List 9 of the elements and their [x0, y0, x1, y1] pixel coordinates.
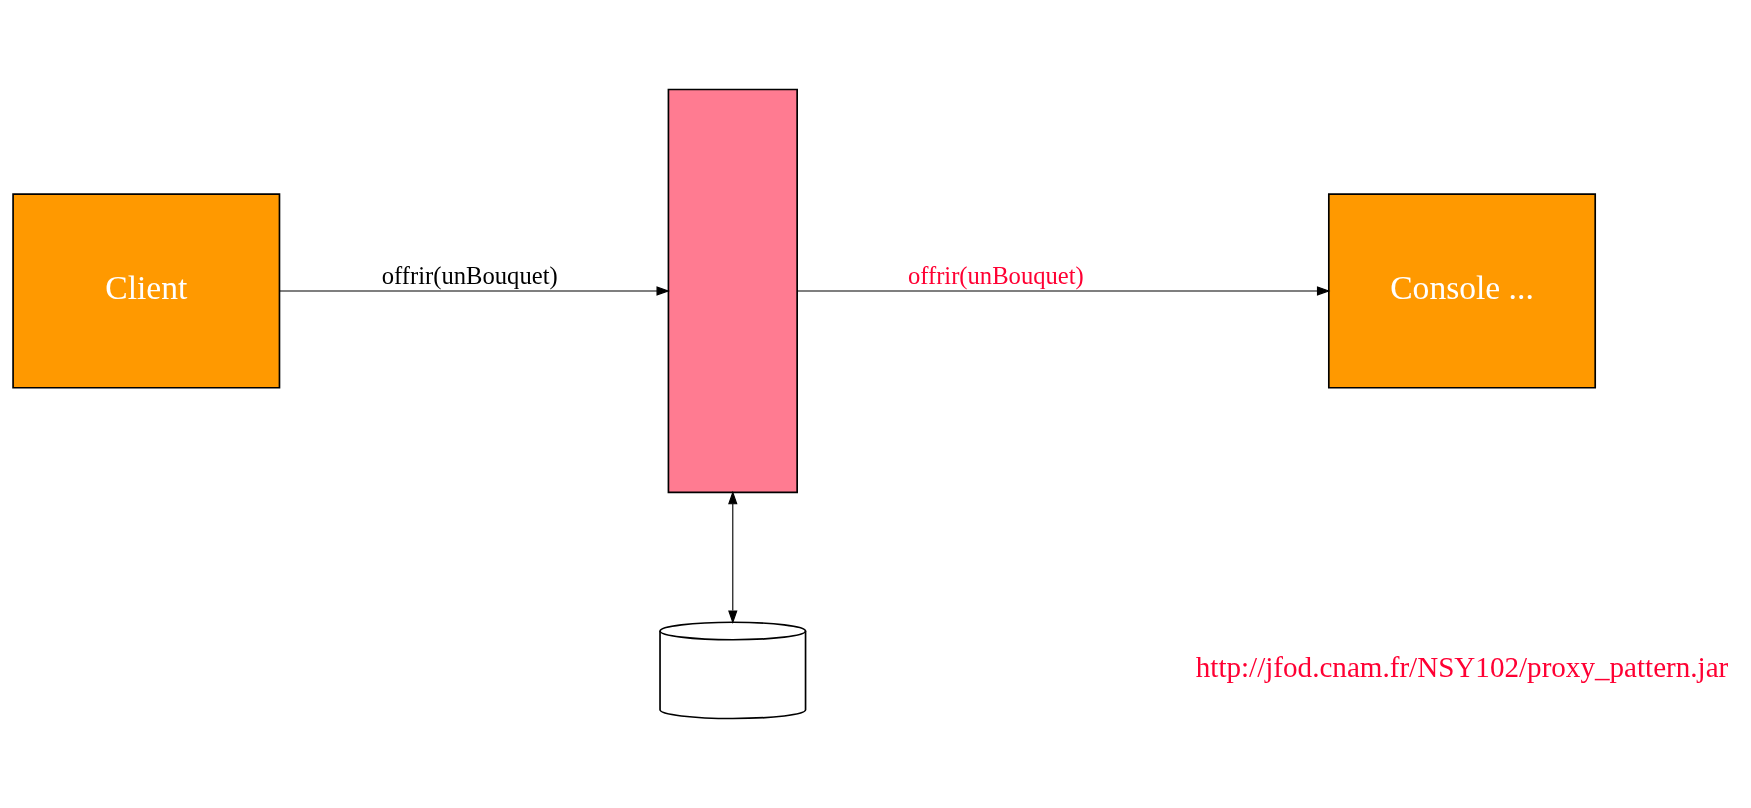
- node-box: Client: [12, 193, 281, 389]
- edge-label: offrir(unBouquet): [907, 261, 1084, 289]
- arrow: [728, 490, 738, 624]
- edge-label: offrir(unBouquet): [381, 261, 558, 289]
- label: http://jfod.cnam.fr/NSY102/proxy_pattern.jar: [1195, 651, 1729, 684]
- node-box: [667, 88, 798, 494]
- arrow: [279, 286, 670, 296]
- node-box: Console ...: [1328, 193, 1597, 389]
- arrow: [796, 286, 1331, 296]
